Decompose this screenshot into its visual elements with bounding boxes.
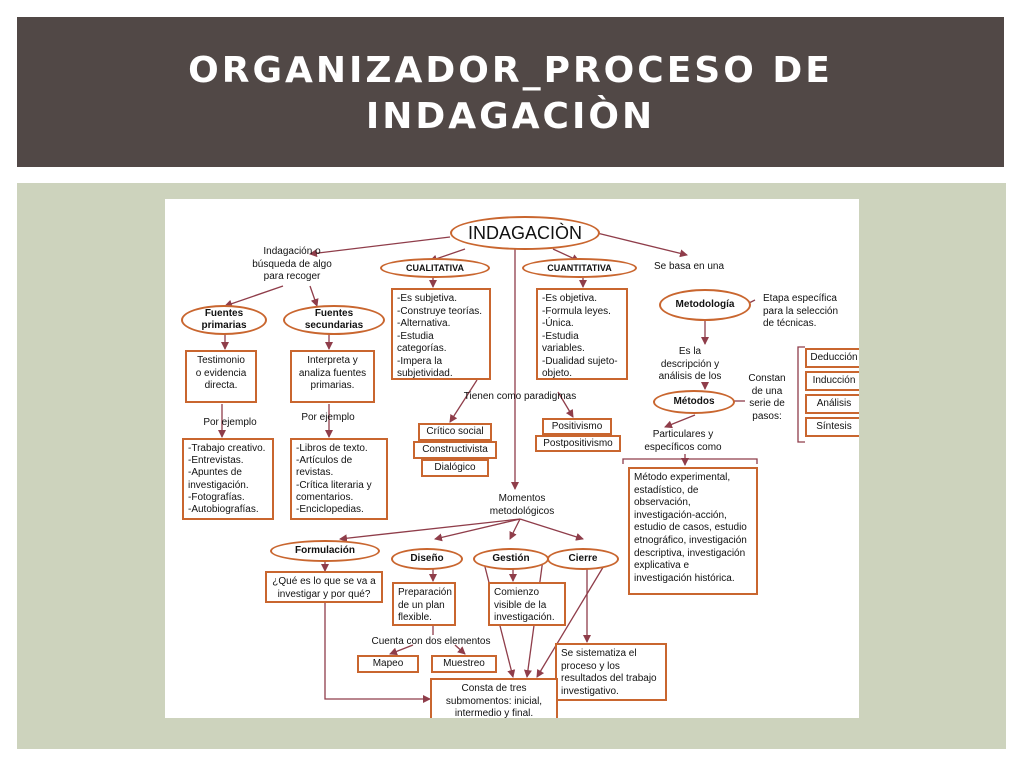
design-elements-connector: Cuenta con dos elementos [371, 636, 491, 647]
primary-sources-node: Fuentes primarias [181, 305, 267, 335]
secondary-sources-node: Fuentes secundarias [283, 305, 385, 335]
secondary-examples: -Libros de texto. -Artículos de revistas… [290, 438, 388, 520]
quantitative-node: CUANTITATIVA [522, 258, 637, 278]
line-to-design [434, 518, 521, 542]
methodology-link: Es la descripción y análisis de los [658, 346, 722, 382]
step-deduccion: Deducción [805, 348, 859, 368]
paradigms-connector: Tienen como paradigmas [463, 391, 577, 402]
element-mapeo: Mapeo [357, 655, 419, 673]
moments-connector: Momentos metodológicos [489, 493, 555, 517]
line-to-formulation [339, 518, 521, 543]
paradigm-dialogico: Dialógico [421, 459, 489, 477]
step-analisis: Análisis [805, 394, 859, 414]
primary-example-label: Por ejemplo [203, 417, 257, 428]
methods-list: Método experimental, estadístico, de obs… [628, 467, 758, 595]
line-methods-particular [664, 414, 696, 429]
title-bar: ORGANIZADOR_PROCESO DE INDAGACIÒN [17, 17, 1004, 167]
sources-connector: Indagación o búsqueda de algo para recog… [252, 246, 332, 282]
line-formulation-submoments [324, 597, 431, 703]
methodology-note: Etapa específica para la selección de té… [763, 293, 839, 329]
paradigm-postpositivismo: Postpositivismo [535, 435, 621, 452]
quantitative-traits: -Es objetiva. -Formula leyes. -Única. -E… [536, 288, 628, 380]
paradigm-positivismo: Positivismo [542, 418, 612, 435]
line-to-quant-paradigms [557, 391, 574, 418]
particular-connector: Particulares y específicos como [644, 429, 722, 453]
connector-lines [218, 232, 805, 703]
line-to-primary [224, 285, 284, 308]
secondary-example-label: Por ejemplo [301, 412, 355, 423]
step-induccion: Inducción [805, 371, 859, 391]
line-to-muestreo [454, 644, 466, 655]
element-muestreo: Muestreo [431, 655, 497, 673]
methods-list-bracket [622, 458, 758, 464]
design-node: Diseño [391, 548, 463, 570]
paradigm-critico-social: Crítico social [418, 423, 492, 441]
line-to-closure [519, 518, 584, 541]
step-sintesis: Síntesis [805, 417, 859, 437]
qualitative-traits: -Es subjetiva. -Construye teorías. -Alte… [391, 288, 491, 380]
line-to-mapeo [389, 644, 414, 656]
closure-text: Se sistematiza el proceso y los resultad… [555, 643, 667, 701]
line-to-secondary [309, 285, 319, 307]
methods-node: Métodos [653, 390, 735, 414]
methodology-connector: Se basa en una [653, 261, 725, 272]
slide-title: ORGANIZADOR_PROCESO DE INDAGACIÒN [188, 50, 833, 137]
line-to-qual-paradigms [449, 379, 478, 423]
formulation-node: Formulación [270, 540, 380, 562]
line-root-to-sources [309, 236, 451, 258]
line-root-to-methodology [596, 232, 688, 258]
management-text: Comienzo visible de la investigación. [488, 582, 566, 626]
formulation-text: ¿Qué es lo que se va a investigar y por … [265, 571, 383, 603]
design-text: Preparación de un plan flexible. [392, 582, 456, 626]
concept-map: INDAGACIÒN Indagación o búsqueda de algo… [165, 199, 859, 718]
root-node: INDAGACIÒN [450, 216, 600, 250]
primary-examples: -Trabajo creativo. -Entrevistas. -Apunte… [182, 438, 274, 520]
steps-bracket [797, 346, 805, 443]
methodology-node: Metodología [659, 289, 751, 321]
primary-description: Testimonio o evidencia directa. [185, 350, 257, 403]
steps-connector: Constan de una serie de pasos: [748, 373, 786, 422]
submoments-box: Consta de tres submomentos: inicial, int… [430, 678, 558, 718]
paradigm-constructivista: Constructivista [413, 441, 497, 459]
line-closure-submoments [536, 563, 606, 678]
line-to-management [509, 518, 521, 540]
management-node: Gestión [473, 548, 549, 570]
closure-node: Cierre [547, 548, 619, 570]
qualitative-node: CUALITATIVA [380, 258, 490, 278]
secondary-description: Interpreta y analiza fuentes primarias. [290, 350, 375, 403]
